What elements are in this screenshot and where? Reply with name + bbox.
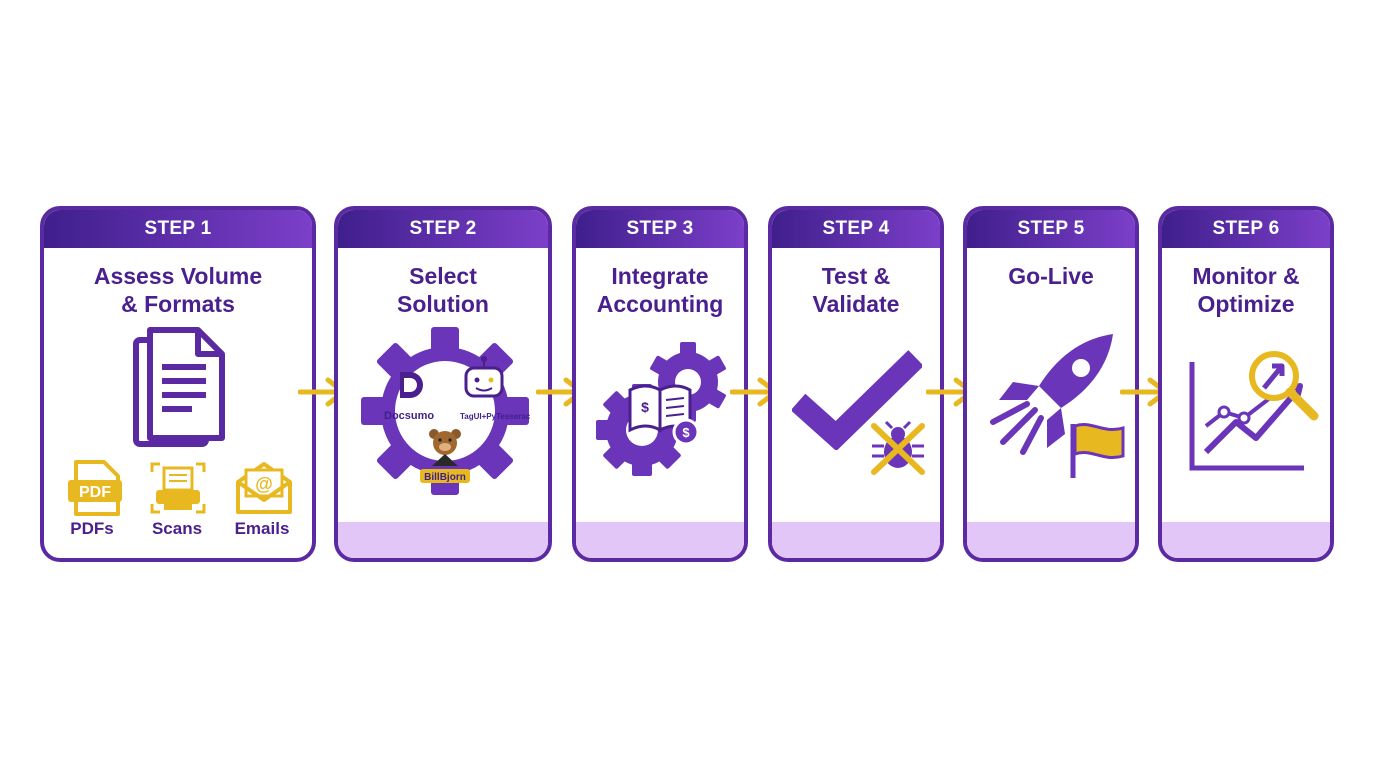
step-card-6: STEP 6 Monitor & Optimize — [1158, 206, 1334, 562]
card-footer-band — [967, 522, 1135, 558]
step-label: STEP 5 — [967, 210, 1135, 248]
step-title-line2: Solution — [397, 291, 489, 317]
step-label: STEP 4 — [772, 210, 940, 248]
flag-icon — [1070, 423, 1125, 478]
card-footer-band — [576, 522, 744, 558]
step-title-line2: & Formats — [121, 291, 235, 317]
step-label: STEP 3 — [576, 210, 744, 248]
email-envelope-icon: @ — [236, 462, 292, 514]
tagui-label: TagUI+PyTesseract — [460, 412, 530, 421]
pdf-badge-text: PDF — [79, 484, 111, 501]
format-label-pdfs: PDFs — [70, 519, 114, 538]
step-title: Assess Volume & Formats — [44, 262, 312, 318]
step-label: STEP 2 — [338, 210, 548, 248]
scanner-icon — [150, 462, 206, 514]
step-title-line1: Monitor & — [1192, 263, 1300, 289]
step-title-line1: Assess Volume — [93, 263, 263, 289]
docsumo-label: Docsumo — [384, 410, 434, 422]
step-title-line1: Integrate — [611, 263, 709, 289]
step-title: Test & Validate — [772, 262, 940, 318]
step-card-1: STEP 1 Assess Volume & Formats PDF @ — [40, 206, 316, 562]
step-title-line2: Accounting — [596, 291, 724, 317]
gears-ledger-icon: $ $ — [596, 342, 726, 476]
analytics-chart-icon — [1189, 351, 1319, 471]
card-footer-band — [772, 522, 940, 558]
rocket-icon — [990, 334, 1113, 455]
format-label-scans: Scans — [151, 519, 203, 538]
step-title-line1: Select — [409, 263, 477, 289]
step-card-2: STEP 2 Select Solution Docsumo — [334, 206, 552, 562]
pdf-file-icon: PDF — [68, 460, 122, 516]
format-label-emails: Emails — [234, 519, 290, 538]
step-title: Monitor & Optimize — [1162, 262, 1330, 318]
at-symbol: @ — [255, 474, 273, 494]
step-label: STEP 1 — [44, 210, 312, 248]
dollar-sign: $ — [641, 399, 649, 415]
card-footer-band — [1162, 522, 1330, 558]
step-label: STEP 6 — [1162, 210, 1330, 248]
documents-icon — [133, 327, 225, 447]
robot-icon — [464, 356, 504, 398]
step-title: Integrate Accounting — [576, 262, 744, 318]
step-title-line2: Validate — [812, 291, 900, 317]
step-title-line1: Go-Live — [1008, 263, 1094, 289]
gear-icon: Docsumo TagUI+PyTesseract BillBjorn — [361, 327, 530, 495]
step-card-3: STEP 3 Integrate Accounting — [572, 206, 748, 562]
step-title: Select Solution — [338, 262, 548, 318]
coin-dollar-sign: $ — [682, 425, 690, 440]
step-title-line1: Test & — [821, 263, 891, 289]
checkmark-icon — [792, 350, 922, 450]
step-card-5: STEP 5 Go-Live — [963, 206, 1139, 562]
step-title: Go-Live — [967, 262, 1135, 290]
bear-icon — [429, 429, 461, 466]
step-title-line2: Optimize — [1197, 291, 1295, 317]
card-footer-band — [338, 522, 548, 558]
dollar-coin-icon: $ — [672, 418, 700, 446]
billbjorn-label: BillBjorn — [424, 472, 466, 483]
bug-crossed-icon — [871, 420, 925, 475]
step-card-4: STEP 4 Test & Validate — [768, 206, 944, 562]
magnifier-icon — [1249, 351, 1319, 421]
